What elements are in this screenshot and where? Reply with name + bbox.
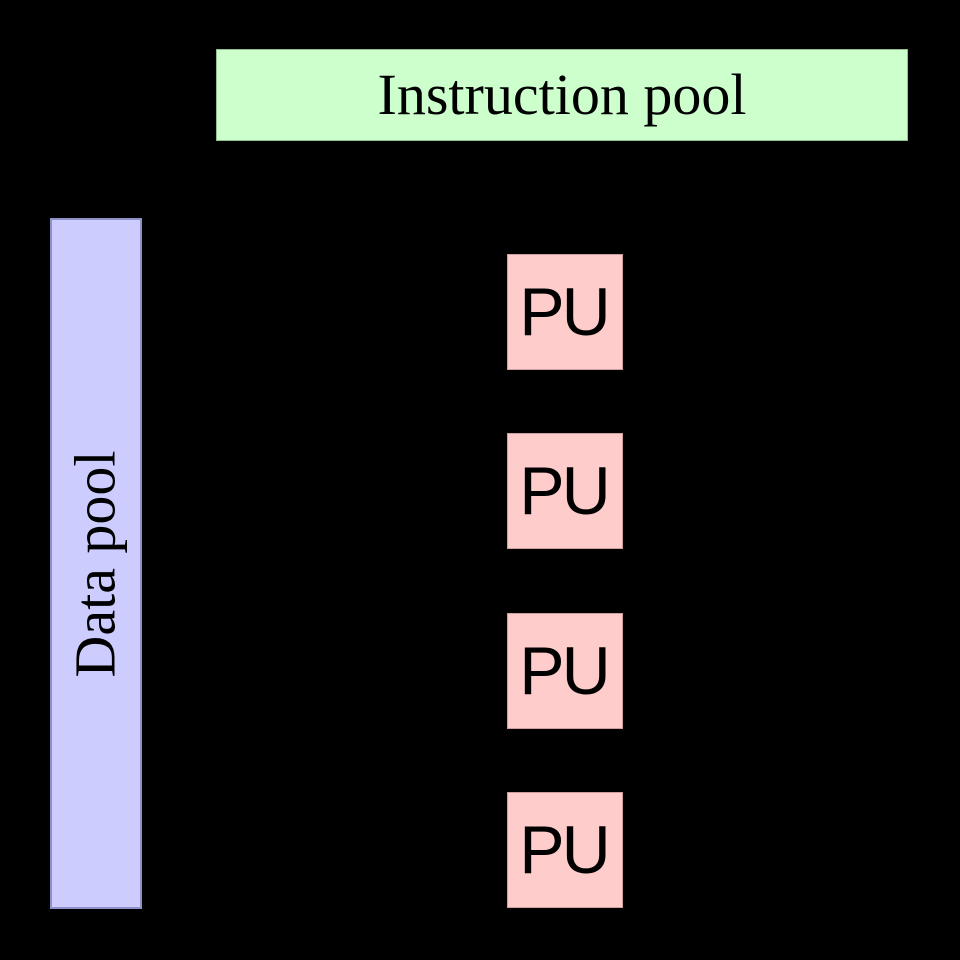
pu-box-3: PU	[507, 613, 623, 729]
data-pool-label: Data pool	[63, 449, 129, 678]
pu-box-4: PU	[507, 792, 623, 908]
instruction-pool-label: Instruction pool	[377, 62, 747, 127]
data-pool-box: Data pool	[50, 218, 142, 909]
instruction-pool-box: Instruction pool	[216, 49, 908, 141]
pu-box-1: PU	[507, 254, 623, 370]
pu-label-3: PU	[519, 633, 610, 709]
pu-label-1: PU	[519, 274, 610, 350]
pu-label-2: PU	[519, 453, 610, 529]
pu-label-4: PU	[519, 812, 610, 888]
pu-box-2: PU	[507, 433, 623, 549]
